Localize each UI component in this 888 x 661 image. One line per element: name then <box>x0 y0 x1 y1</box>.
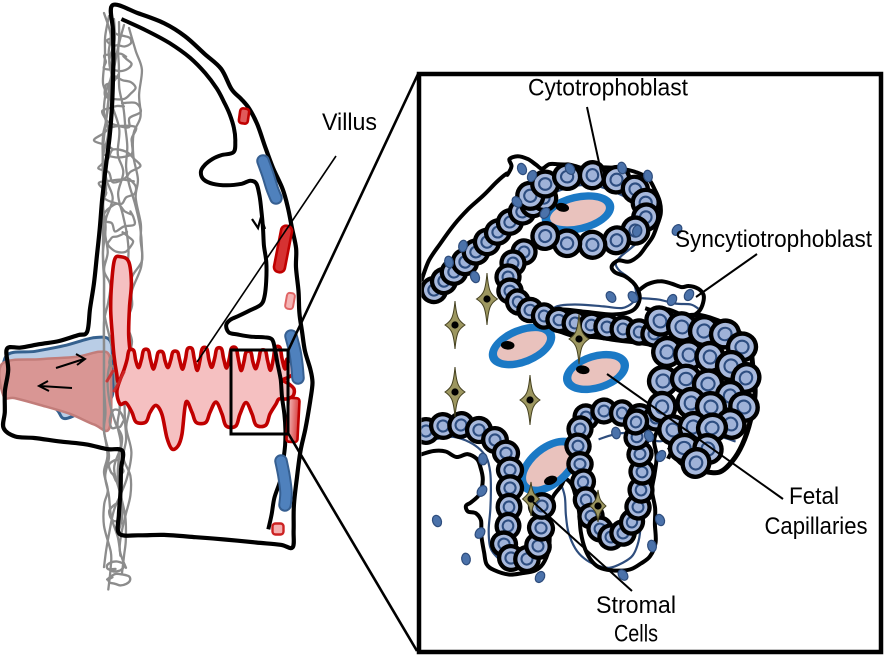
svg-text:Fetal: Fetal <box>789 483 839 510</box>
svg-text:Cytotrophoblast: Cytotrophoblast <box>528 75 688 102</box>
svg-text:Syncytiotrophoblast: Syncytiotrophoblast <box>675 226 872 253</box>
svg-text:Villus: Villus <box>322 109 377 136</box>
svg-text:Capillaries: Capillaries <box>765 513 868 540</box>
svg-text:Cells: Cells <box>614 621 658 648</box>
svg-text:Stromal: Stromal <box>596 592 676 619</box>
